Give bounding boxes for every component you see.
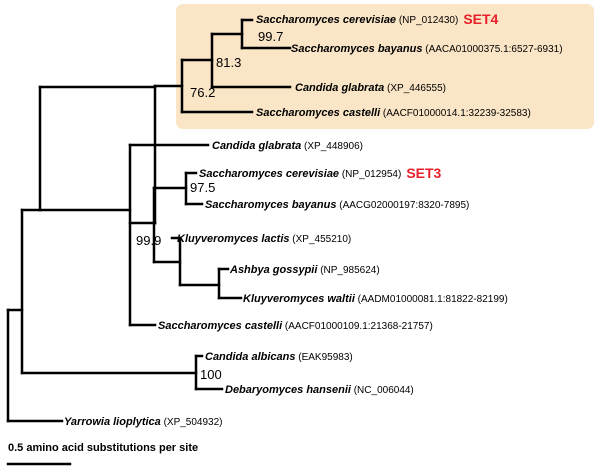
accession-id: (NP_985624) [317, 265, 379, 276]
accession-id: (AACF01000014.1:32239-32583) [380, 108, 531, 119]
taxon-label: Candida albicans (EAK95983) [205, 351, 353, 363]
set4-clade-highlight [176, 4, 594, 129]
species-name: Candida albicans [205, 351, 295, 363]
species-name: Debaryomyces hansenii [225, 384, 352, 396]
taxon-labels: Saccharomyces cerevisiae (NP_012430) SET4… [64, 11, 563, 428]
taxon-label: Saccharomyces cerevisiae (NP_012430) [256, 14, 458, 26]
set-tag-label: SET3 [406, 165, 441, 181]
species-name: Saccharomyces bayanus [291, 43, 422, 55]
taxon-label: Candida glabrata (XP_448906) [212, 140, 363, 152]
species-name: Ashbya gossypii [229, 264, 318, 276]
scale-bar-label: 0.5 amino acid substitutions per site [8, 442, 198, 454]
taxon-label: Saccharomyces cerevisiae (NP_012954) [199, 168, 401, 180]
taxon-label: Candida glabrata (XP_446555) [295, 82, 446, 94]
accession-id: (AADM01000081.1:81822-82199) [355, 294, 508, 305]
accession-id: (AACA01000375.1:6527-6931) [422, 44, 562, 55]
bootstrap-value: 100 [200, 367, 222, 382]
bootstrap-value: 81.3 [216, 55, 241, 70]
species-name: Candida glabrata [212, 140, 301, 152]
accession-id: (XP_504932) [161, 417, 223, 428]
accession-id: (NP_012430) [396, 15, 458, 26]
accession-id: (NP_012954) [339, 169, 401, 180]
accession-id: (EAK95983) [295, 352, 352, 363]
species-name: Saccharomyces cerevisiae [256, 14, 396, 26]
species-name: Saccharomyces castelli [256, 107, 381, 119]
taxon-label: Kluyveromyces waltii (AADM01000081.1:818… [243, 293, 508, 305]
bootstrap-value: 97.5 [190, 180, 215, 195]
species-name: Kluyveromyces lactis [177, 233, 290, 245]
taxon-label: Kluyveromyces lactis (XP_455210) [177, 233, 351, 245]
accession-id: (XP_446555) [384, 83, 446, 94]
taxon-label: Debaryomyces hansenii (NC_006044) [225, 384, 414, 396]
accession-id: (AACF01000109.1:21368-21757) [282, 321, 433, 332]
taxon-label: Ashbya gossypii (NP_985624) [229, 264, 380, 276]
taxon-label: Saccharomyces castelli (AACF01000014.1:3… [256, 107, 531, 119]
accession-id: (NC_006044) [351, 385, 414, 396]
species-name: Saccharomyces cerevisiae [199, 168, 339, 180]
accession-id: (XP_455210) [290, 234, 352, 245]
set-tag-label: SET4 [463, 11, 498, 27]
species-name: Candida glabrata [295, 82, 384, 94]
accession-id: (AACG02000197:8320-7895) [336, 200, 469, 211]
taxon-label: Saccharomyces bayanus (AACG02000197:8320… [205, 199, 469, 211]
accession-id: (XP_448906) [301, 141, 363, 152]
species-name: Yarrowia lioplytica [64, 416, 161, 428]
taxon-label: Saccharomyces bayanus (AACA01000375.1:65… [291, 43, 563, 55]
species-name: Saccharomyces castelli [158, 320, 283, 332]
bootstrap-value: 99.7 [258, 29, 283, 44]
bootstrap-value: 99.9 [136, 233, 161, 248]
tree-branches [6, 18, 292, 466]
bootstrap-value: 76.2 [190, 85, 215, 100]
species-name: Kluyveromyces waltii [243, 293, 356, 305]
bootstrap-values: 99.7 81.376.2 97.5 99.9 100 [136, 29, 283, 382]
taxon-label: Yarrowia lioplytica (XP_504932) [64, 416, 223, 428]
species-name: Saccharomyces bayanus [205, 199, 336, 211]
taxon-label: Saccharomyces castelli (AACF01000109.1:2… [158, 320, 433, 332]
